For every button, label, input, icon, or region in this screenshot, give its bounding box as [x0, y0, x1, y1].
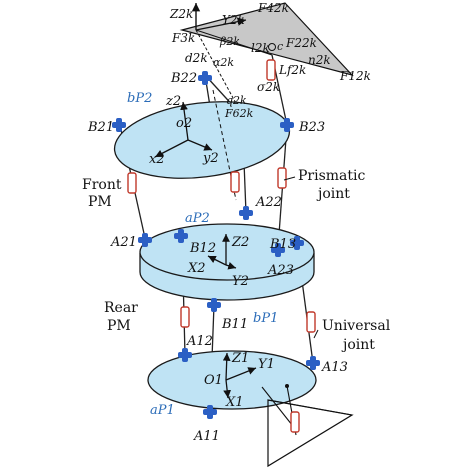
rear-pm-label-line1: Rear: [104, 300, 138, 316]
label-sigma2k: σ2k: [257, 80, 280, 94]
label-F22k: F22k: [285, 36, 317, 50]
z2-arrow: [180, 101, 189, 141]
label-Z2k: Z2k: [169, 7, 193, 21]
labels: Front PM Rear PM Prismatic joint Univers…: [82, 1, 391, 444]
prismatic-joint-label-line2: joint: [316, 186, 350, 202]
X2-arrow: [207, 255, 227, 266]
label-B13: B13: [269, 237, 296, 252]
joint-b11-icon: [207, 298, 221, 312]
label-F42k: F42k: [257, 1, 289, 15]
joint-a23-icon: [271, 243, 285, 257]
front-pm-label-line1: Front: [82, 177, 122, 193]
triangle-edge: [195, 29, 273, 56]
joint-a12-icon: [178, 348, 192, 362]
label-Y2: Y2: [232, 274, 249, 289]
y2-arrow: [187, 139, 213, 151]
bottom-triangle-edge: [267, 399, 353, 416]
force-triangle: [179, 2, 354, 119]
base-platform: [147, 350, 317, 410]
joint-b22-icon: [198, 71, 212, 85]
joints: [112, 71, 320, 419]
spring-icon: [180, 306, 190, 328]
universal-joint-label-line1: Universal: [322, 318, 391, 334]
spring-icon: [277, 167, 287, 189]
label-A22: A22: [255, 195, 282, 210]
joint-a13-icon: [306, 356, 320, 370]
universal-callout-line: [313, 329, 319, 339]
springs: [127, 59, 316, 433]
c-point-icon: [268, 43, 276, 51]
spring-icon: [306, 311, 316, 333]
label-B12: B12: [189, 241, 216, 256]
Z1-arrow: [222, 352, 231, 381]
label-X1: X1: [225, 395, 244, 410]
label-B11: B11: [221, 317, 248, 332]
label-l2k: l2k: [251, 41, 270, 55]
label-n2k: n2k: [308, 53, 331, 67]
rear-platform: [139, 223, 315, 301]
front-platform-ellipse: [113, 101, 291, 179]
label-A21: A21: [110, 235, 137, 250]
universal-joint-label-line2: joint: [341, 337, 375, 353]
spring-icon: [290, 411, 300, 433]
joint-b13-icon: [290, 236, 304, 250]
label-F3k: F3k: [171, 31, 195, 45]
joint-a21-icon: [138, 233, 152, 247]
x2-arrow: [154, 139, 189, 158]
label-Y2k: Y2k: [222, 13, 245, 27]
label-A13: A13: [321, 360, 348, 375]
Y1-arrow: [225, 367, 257, 381]
label-B21: B21: [87, 120, 114, 135]
joint-a22-icon: [239, 206, 253, 220]
joint-b23-icon: [280, 118, 294, 132]
label-Y1: Y1: [258, 357, 275, 372]
label-aP2: aP2: [185, 211, 210, 226]
label-alpha2k: α2k: [213, 56, 234, 69]
bottom-node-icon: [285, 384, 289, 388]
label-A12: A12: [186, 334, 213, 349]
prismatic-callout-line: [283, 176, 296, 181]
front-platform: [113, 89, 291, 201]
label-O1: O1: [204, 373, 223, 388]
label-aP1: aP1: [150, 403, 175, 418]
label-F62k: F62k: [224, 107, 254, 120]
spring-icon: [127, 172, 137, 194]
front-pm-label-line2: PM: [88, 194, 112, 210]
label-y2: y2: [202, 151, 219, 166]
y2k-axis-arrow: [195, 17, 247, 31]
label-d2k: d2k: [185, 51, 208, 65]
label-B22: B22: [170, 71, 197, 86]
callouts: [283, 176, 319, 339]
label-q2k: q2k: [226, 94, 247, 107]
label-Z1: Z1: [231, 351, 249, 366]
label-bP1: bP1: [253, 311, 278, 326]
rear-pm-label-line2: PM: [107, 318, 131, 334]
label-bP2: bP2: [127, 91, 152, 106]
triangle-plane: [179, 2, 354, 77]
label-z2: z2: [165, 94, 181, 109]
label-c: c: [277, 40, 283, 53]
label-F12k: F12k: [339, 69, 371, 83]
Y2-arrow: [225, 262, 237, 270]
joint-b21-icon: [112, 118, 126, 132]
label-A11: A11: [193, 429, 220, 444]
label-Z2: Z2: [231, 235, 249, 250]
X1-arrow: [223, 379, 232, 399]
label-o2: o2: [176, 116, 192, 131]
joint-b12-icon: [174, 229, 188, 243]
label-beta2k: β2k: [219, 35, 240, 48]
label-x2: x2: [149, 152, 165, 167]
label-X2: X2: [187, 261, 206, 276]
base-ellipse: [147, 350, 317, 410]
l2k-line: [195, 29, 245, 119]
label-Lf2k: Lf2k: [278, 63, 306, 77]
label-B23: B23: [298, 120, 325, 135]
joint-a11-icon: [203, 405, 217, 419]
spring-icon: [266, 59, 276, 81]
label-A23: A23: [267, 263, 294, 278]
spring-icon: [230, 171, 240, 193]
prismatic-joint-label-line1: Prismatic: [298, 168, 366, 184]
